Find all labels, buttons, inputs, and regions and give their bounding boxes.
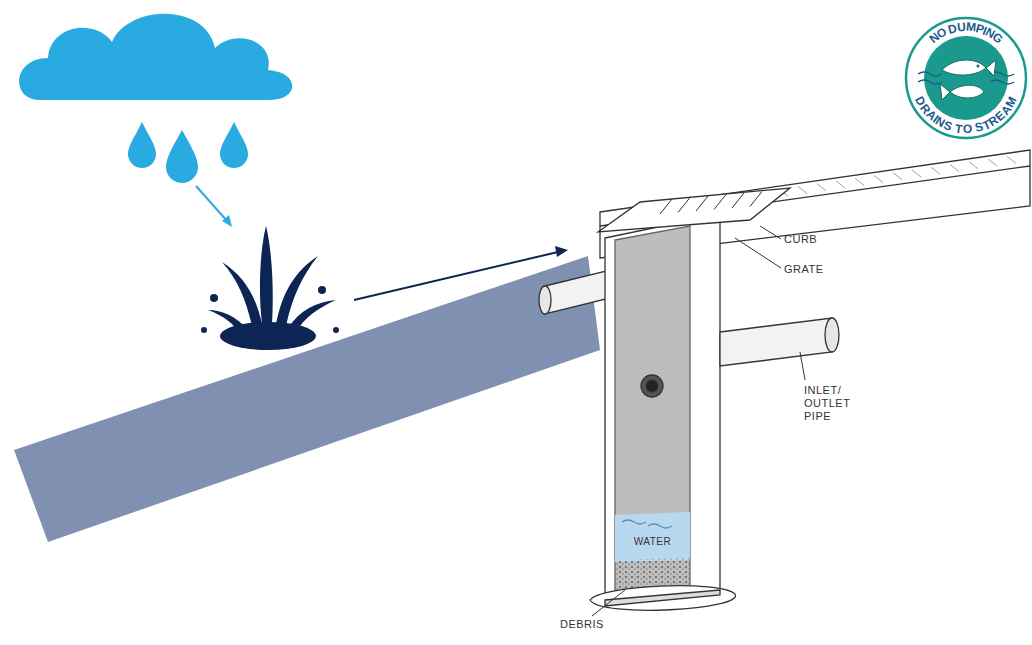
drawing-part <box>855 178 864 185</box>
part-label: CURB <box>784 233 844 246</box>
drawing-part <box>750 192 762 207</box>
splash <box>201 226 339 350</box>
drawing-part <box>950 165 959 172</box>
drawing-part <box>720 318 832 366</box>
badge-subtext: DRAINS TO STREAM <box>904 16 1028 140</box>
drawing-part <box>555 246 568 257</box>
drawing-part <box>817 184 826 191</box>
part-label: DEBRIS <box>560 618 630 631</box>
part-label: GRATE <box>784 263 844 276</box>
drawing-part <box>825 318 839 352</box>
drawing-part <box>598 188 790 232</box>
drawing-part <box>539 286 551 314</box>
drawing-part <box>19 14 292 100</box>
drawing-part <box>660 199 672 214</box>
drawing-part <box>800 352 805 380</box>
drawing-part <box>288 300 336 332</box>
drawing-part <box>208 310 248 334</box>
drawing-part <box>969 162 978 169</box>
drawing-part <box>166 130 198 183</box>
badge-letter: O <box>963 123 973 135</box>
drawing-part <box>714 195 726 210</box>
part-label: INLET/ OUTLET PIPE <box>804 384 860 423</box>
drawing-part <box>893 173 902 180</box>
drawing-part <box>276 256 318 326</box>
drawing-part <box>545 270 610 314</box>
drawing-part <box>912 170 921 177</box>
drawing-part <box>201 327 207 333</box>
drawing-part <box>592 590 625 616</box>
badge-outline <box>904 16 1028 140</box>
drawing-part <box>1007 156 1016 163</box>
drawing-part <box>128 122 156 168</box>
drawing-part <box>696 196 708 211</box>
no-dumping-badge: NO DUMPINGDRAINS TO STREAM <box>904 16 1028 140</box>
drawing-part <box>732 193 744 208</box>
street <box>14 256 600 542</box>
drawing-part <box>678 198 690 213</box>
drawing-part <box>260 226 273 324</box>
drawing-part <box>798 186 807 193</box>
drawing-part <box>196 186 228 222</box>
drawing-part <box>220 122 248 168</box>
badge-letter: T <box>955 122 964 135</box>
drawing-part <box>641 375 663 397</box>
drawing-part <box>333 327 339 333</box>
leader-lines <box>592 226 805 616</box>
drawing-part <box>988 159 997 166</box>
drawing-part <box>646 380 658 392</box>
drawing-part <box>354 252 558 300</box>
drawing-part <box>622 520 672 528</box>
rain-cloud <box>19 14 292 227</box>
drawing-part <box>615 512 690 562</box>
drawing-part <box>615 226 690 592</box>
drawing-part <box>735 238 781 268</box>
drawing-part <box>210 294 218 302</box>
storm-drain <box>539 150 1030 610</box>
drawing-part <box>660 192 762 215</box>
badge-letter: U <box>956 21 966 34</box>
drawing-part <box>590 586 735 611</box>
drawing-part <box>760 156 1016 199</box>
drawing-part <box>874 175 883 182</box>
drawing-part <box>931 167 940 174</box>
drawing-part <box>836 181 845 188</box>
drawing-part <box>605 214 720 600</box>
drawing-part <box>760 226 781 239</box>
water-label: WATER <box>615 535 690 548</box>
drawing-part <box>222 215 232 227</box>
badge-heading: NO DUMPING <box>904 16 1028 140</box>
drawing-part <box>318 286 326 294</box>
